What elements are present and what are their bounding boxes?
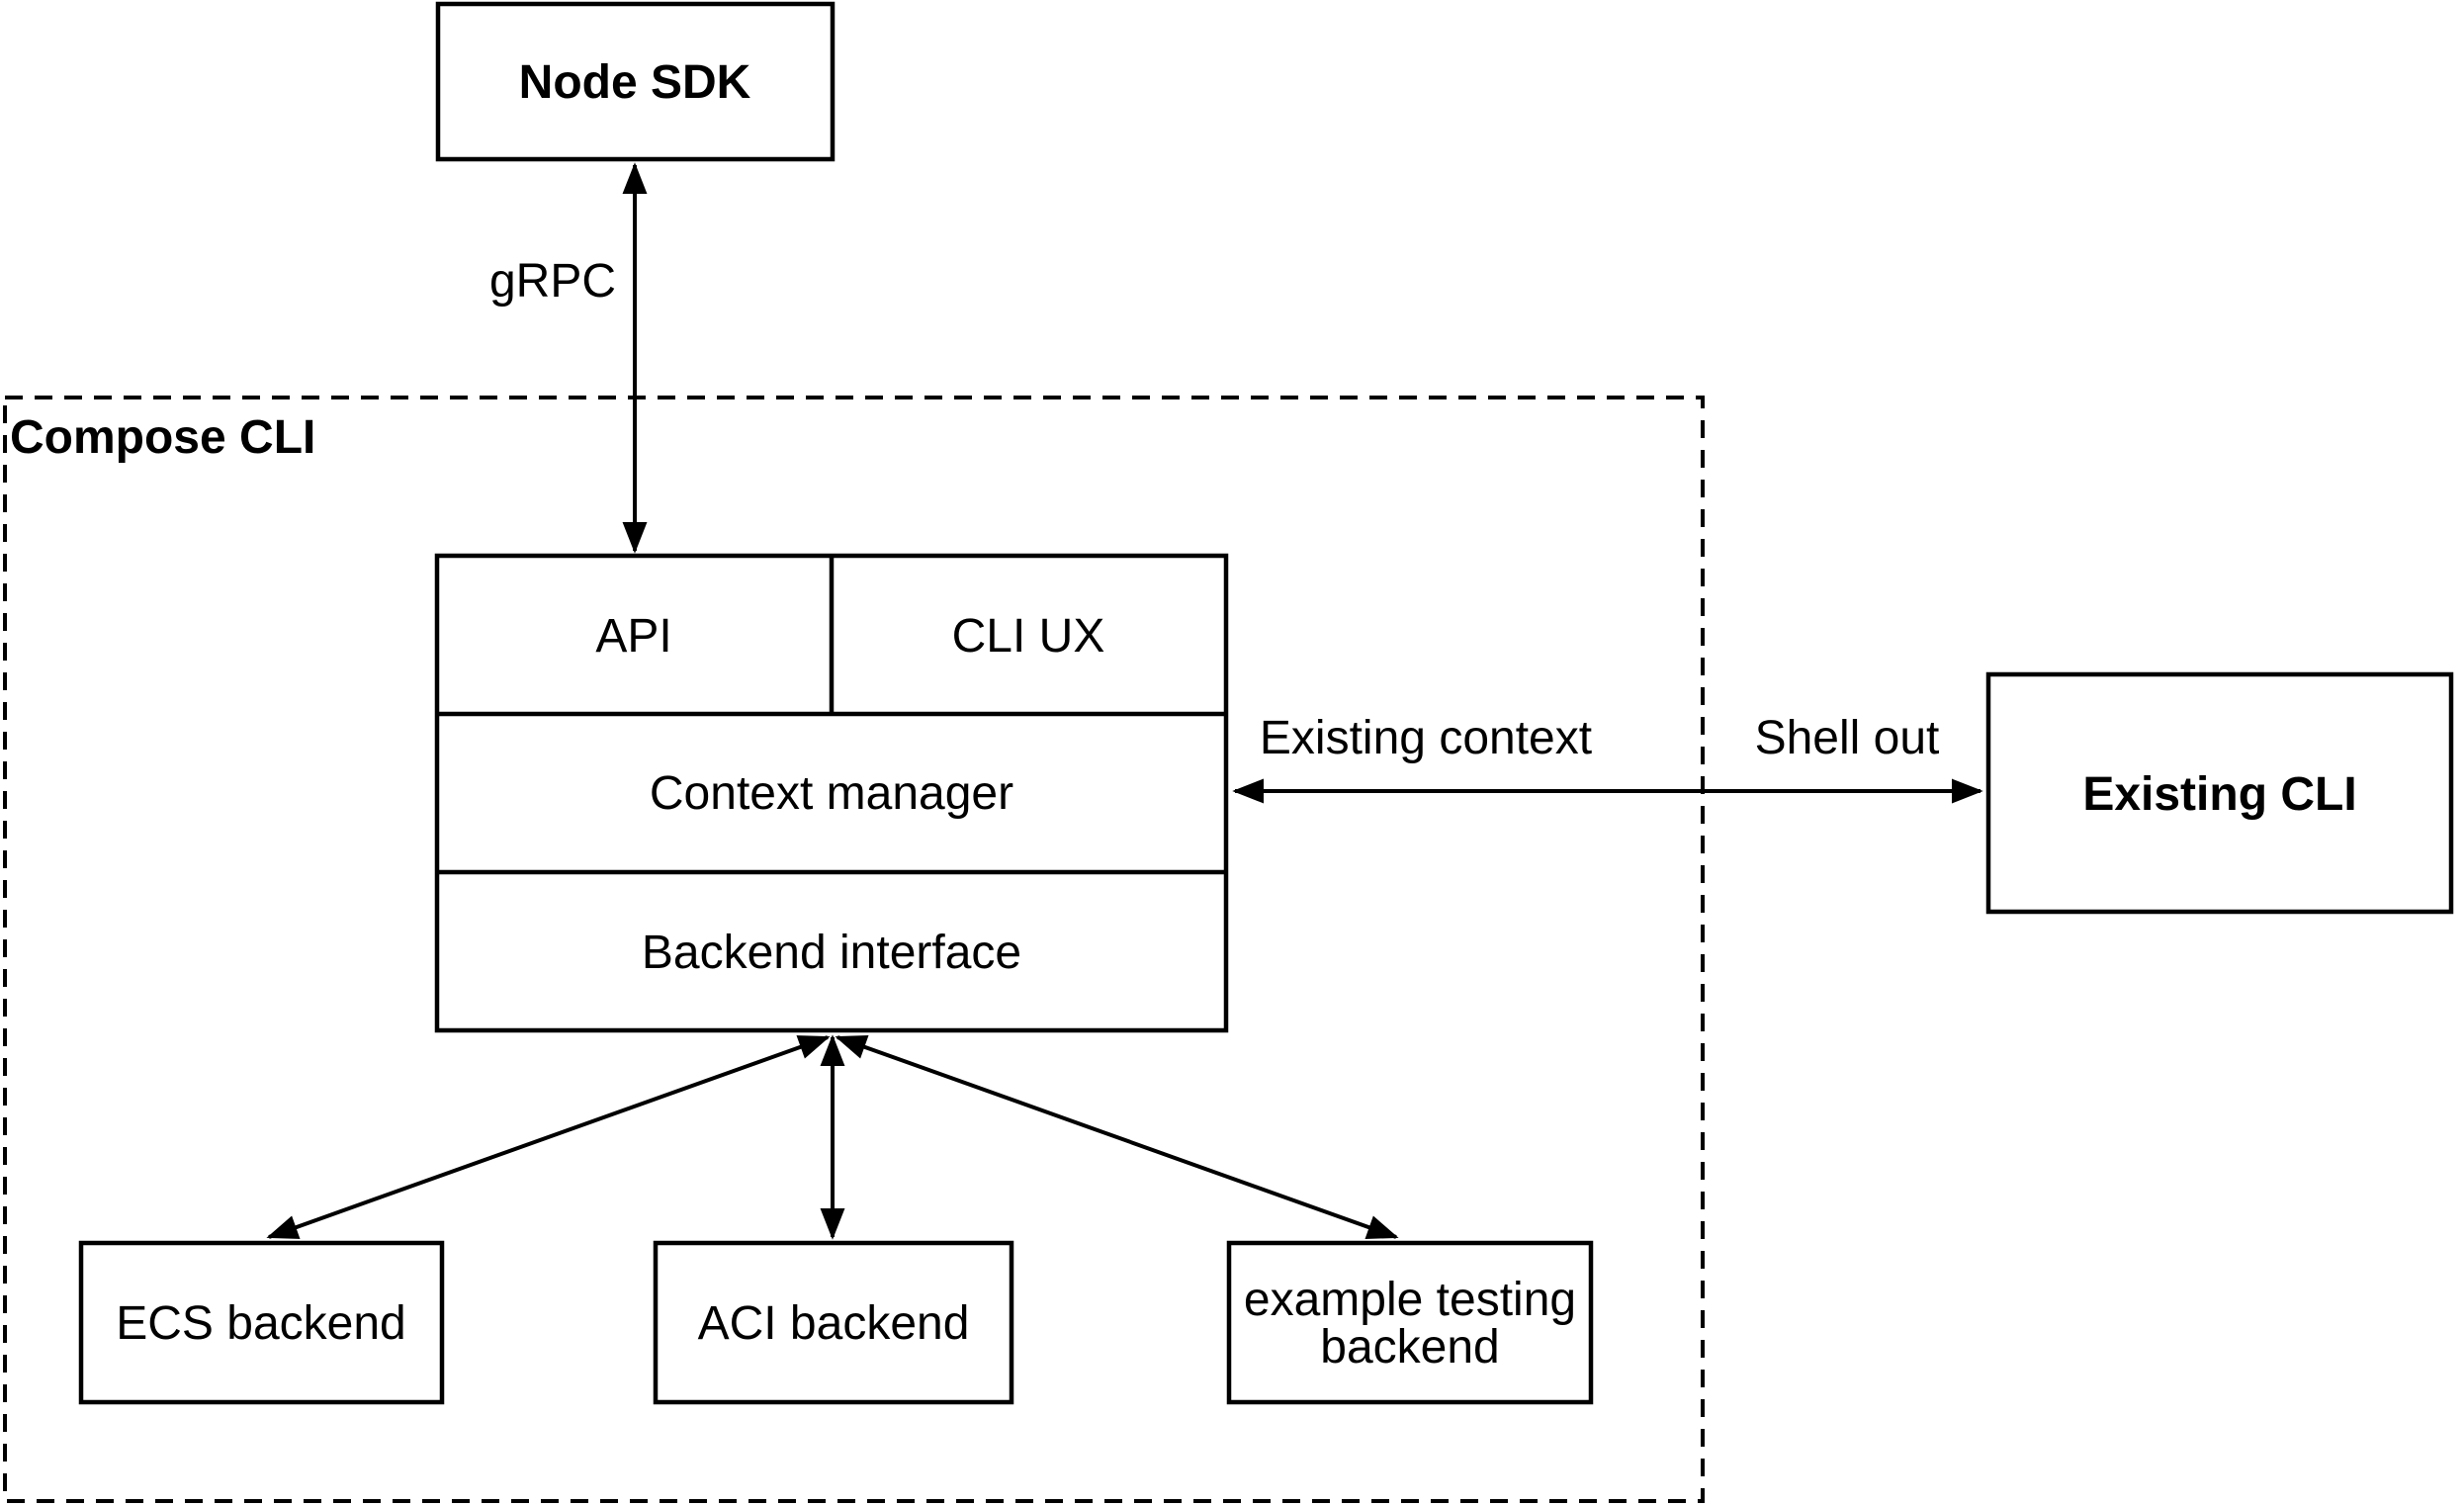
shell-out-label: Shell out (1755, 712, 1940, 764)
node-sdk-box (435, 1, 836, 162)
cli-ux-label: CLI UX (952, 610, 1105, 663)
existing-cli-box (1985, 671, 2454, 915)
existing-cli-label: Existing CLI (2082, 768, 2356, 821)
ecs-backend-box (78, 1240, 445, 1405)
grpc-label: gRPC (489, 255, 616, 308)
example-backend-label-line2: backend (1320, 1321, 1499, 1374)
context-manager-label: Context manager (650, 767, 1013, 820)
existing-context-label: Existing context (1260, 712, 1592, 764)
backend-example-arrow (835, 1035, 1399, 1239)
aci-backend-box (653, 1240, 1014, 1405)
ecs-backend-label: ECS backend (116, 1297, 406, 1350)
example-backend-label-line1: example testing (1244, 1274, 1576, 1326)
backend-interface-label: Backend interface (642, 927, 1021, 979)
aci-backend-label: ACI backend (698, 1297, 970, 1350)
compose-cli-label: Compose CLI (10, 411, 315, 464)
compose-cli-container (3, 396, 1705, 1503)
api-label: API (595, 610, 671, 663)
node-sdk-label: Node SDK (519, 56, 751, 109)
backend-ecs-arrow (266, 1035, 831, 1239)
example-backend-box (1226, 1240, 1594, 1405)
